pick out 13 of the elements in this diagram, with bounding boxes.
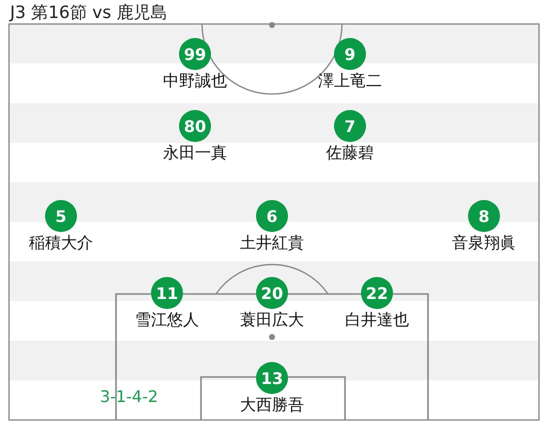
formation-label: 3-1-4-2	[100, 387, 158, 406]
title: J3 第16節 vs 鹿児島	[10, 2, 168, 24]
player-name: 音泉翔眞	[452, 232, 516, 254]
player-name: 大西勝吾	[240, 394, 304, 416]
player-name: 佐藤碧	[326, 142, 374, 164]
player-name: 中野誠也	[163, 70, 227, 92]
player-name: 土井紅貴	[240, 232, 304, 254]
player-name: 澤上竜二	[318, 70, 382, 92]
player-name: 白井達也	[345, 309, 409, 331]
player-name: 稲積大介	[29, 232, 93, 254]
player-name: 永田一真	[163, 142, 227, 164]
player-name: 雪江悠人	[135, 309, 199, 331]
player-name: 蓑田広大	[240, 309, 304, 331]
